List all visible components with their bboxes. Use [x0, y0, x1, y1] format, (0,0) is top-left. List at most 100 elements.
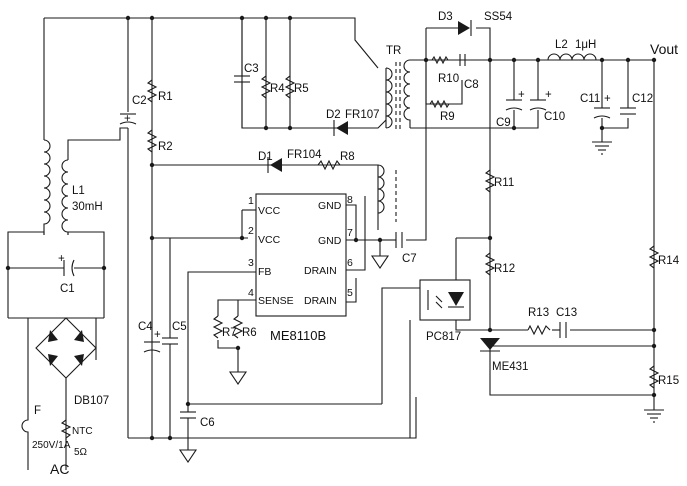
resistor-r6-symbol: [232, 315, 244, 339]
label-c11: C11: [580, 93, 600, 105]
resistors: [146, 55, 660, 389]
pin-vcc1-label: VCC: [258, 205, 281, 217]
inductor-l1-left-symbol: [43, 139, 51, 235]
resistor-r4-symbol: [260, 75, 272, 99]
resistor-r14-symbol: [648, 245, 660, 269]
chip-name: ME8110B: [270, 328, 326, 343]
capacitor-c8-symbol: [459, 54, 466, 66]
pin-sense-label: SENSE: [258, 295, 294, 307]
ntc-symbol: [60, 419, 72, 470]
inductors: [43, 53, 597, 235]
label-me431: ME431: [492, 361, 528, 373]
label-d2: D2: [326, 109, 341, 121]
resistor-r11-symbol: [484, 169, 496, 193]
label-c1: C1: [60, 283, 75, 295]
bridge-rectifier-db107-symbol: [35, 317, 97, 395]
pin-gnd2-number: 7: [347, 227, 353, 239]
label-r5: R5: [294, 83, 309, 95]
label-r9: R9: [440, 111, 455, 123]
pin-gnd2-label: GND: [318, 235, 342, 247]
resistor-r8-symbol: [317, 159, 341, 171]
label-db107: DB107: [74, 395, 109, 407]
pin-gnd1-label: GND: [318, 200, 342, 212]
label-r1: R1: [158, 91, 173, 103]
label-c3: C3: [244, 63, 259, 75]
pin-drain1-number: 6: [347, 257, 353, 269]
capacitor-c4-symbol: [143, 341, 161, 353]
label-tr: TR: [386, 45, 401, 57]
diode-d2-symbol: [333, 120, 348, 136]
label-l2-value: 1μH: [575, 39, 596, 51]
capacitor-c2-symbol: [119, 113, 137, 125]
pin-drain2-number: 5: [347, 287, 353, 299]
label-d3: D3: [438, 11, 453, 23]
label-c2-plus: +: [124, 113, 131, 125]
label-c6: C6: [200, 417, 215, 429]
label-ntc: NTC: [72, 426, 93, 437]
label-c4-plus: +: [154, 329, 161, 341]
resistor-r9-symbol: [429, 99, 450, 109]
pin-drain1-label: DRAIN: [304, 265, 337, 277]
label-l2: L2: [555, 39, 568, 51]
label-c9: C9: [496, 117, 511, 129]
label-r8: R8: [340, 151, 355, 163]
label-d3-part: SS54: [484, 11, 513, 23]
resistor-r15-symbol: [648, 365, 660, 389]
resistor-r5-symbol: [284, 75, 296, 99]
label-c10: C10: [544, 111, 565, 123]
resistor-r13-symbol: [527, 324, 551, 336]
chip-me8110b: [238, 193, 347, 317]
label-d1: D1: [258, 151, 273, 163]
label-fuse-rating: 250V/1A: [32, 440, 71, 451]
resistor-r12-symbol: [484, 252, 496, 276]
optocoupler-pc817-symbol: [419, 279, 471, 321]
label-fuse: F: [34, 405, 41, 417]
capacitor-c6-symbol: [180, 411, 196, 450]
resistor-r1-symbol: [146, 79, 158, 103]
label-c8: C8: [464, 79, 479, 91]
label-pc817: PC817: [426, 331, 461, 343]
ground-symbols: [178, 141, 664, 463]
inductor-l1-right-symbol: [61, 159, 69, 235]
label-ac: AC: [50, 461, 69, 477]
label-c4: C4: [138, 321, 153, 333]
diode-d1-symbol: [267, 157, 282, 173]
inductor-l2-symbol: [547, 53, 597, 61]
resistor-r7-symbol: [212, 315, 224, 339]
resistor-r10-symbol: [431, 55, 449, 65]
label-r15: R15: [658, 375, 679, 387]
pin-drain2-label: DRAIN: [304, 295, 337, 307]
capacitor-c5-symbol: [162, 330, 178, 438]
label-r4: R4: [270, 83, 285, 95]
capacitor-c1-symbol: [63, 259, 75, 277]
transformer-tr-symbol: [377, 59, 411, 222]
label-r6: R6: [242, 327, 257, 339]
junction-dots: [5, 15, 657, 441]
diode-d3-symbol: [458, 20, 472, 36]
label-l1: L1: [72, 185, 85, 197]
capacitor-c12-symbol: [620, 107, 636, 115]
label-c11-plus: +: [604, 93, 611, 105]
label-d2-part: FR107: [345, 109, 380, 121]
label-c7: C7: [402, 253, 417, 265]
label-r12: R12: [494, 263, 515, 275]
label-c2: C2: [132, 95, 147, 107]
label-c1-plus: +: [58, 253, 65, 265]
shunt-regulator-me431-symbol: [480, 338, 500, 352]
label-c12: C12: [632, 93, 653, 105]
label-r11: R11: [494, 177, 514, 189]
pin-sense-number: 4: [248, 287, 254, 299]
fuse-symbol: [21, 405, 29, 470]
capacitor-c13-symbol: [559, 322, 567, 338]
diodes: [35, 20, 472, 395]
pin-fb-label: FB: [258, 266, 271, 278]
label-ntc-value: 5Ω: [74, 447, 88, 458]
label-d1-part: FR104: [287, 149, 322, 161]
label-c9-plus: +: [518, 89, 525, 101]
capacitor-c9-symbol: [505, 99, 523, 111]
pin-gnd1-number: 8: [347, 194, 353, 206]
label-vout: Vout: [650, 41, 678, 57]
label-r2: R2: [158, 141, 173, 153]
capacitor-c7-symbol: [395, 232, 403, 248]
